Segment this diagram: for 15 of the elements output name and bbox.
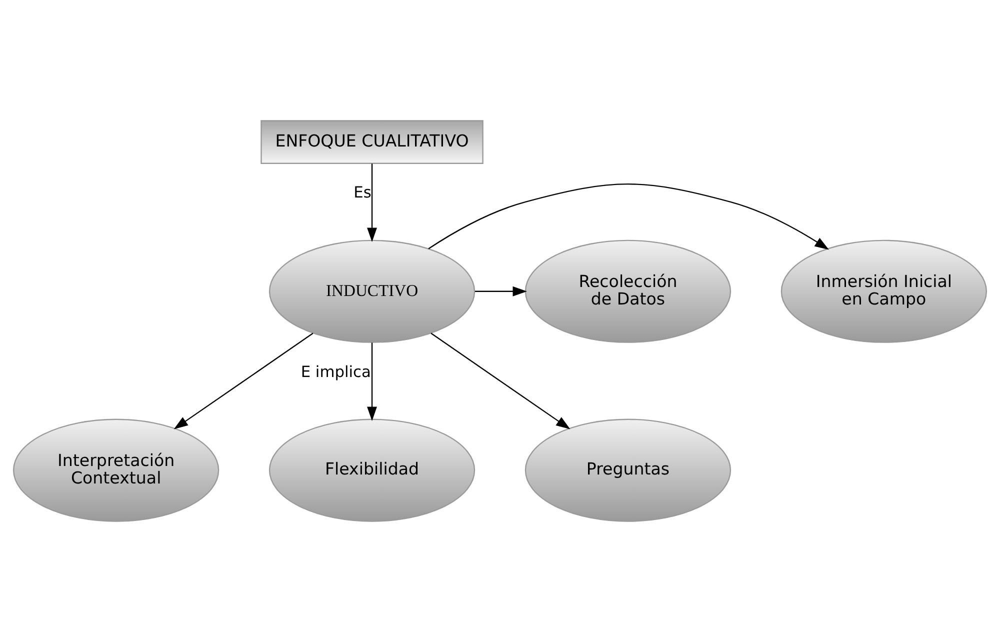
node-ellipse: INDUCTIVO xyxy=(268,239,476,342)
arrow xyxy=(367,342,377,420)
node-box: ENFOQUE CUALITATIVO xyxy=(260,120,484,164)
arrow xyxy=(430,332,570,429)
edge-label: E implica xyxy=(300,362,371,380)
arrow xyxy=(475,286,527,296)
node-ellipse: Flexibilidad xyxy=(268,418,476,522)
edge-label: Es xyxy=(354,182,372,201)
arrow xyxy=(367,163,377,242)
arrow xyxy=(174,332,314,429)
node-ellipse: Preguntas xyxy=(524,418,732,522)
node-ellipse: Inmersión Inicial en Campo xyxy=(780,239,988,342)
node-ellipse: Interpretación Contextual xyxy=(12,418,220,522)
arrow xyxy=(428,183,829,250)
node-ellipse: Recolección de Datos xyxy=(524,239,732,342)
